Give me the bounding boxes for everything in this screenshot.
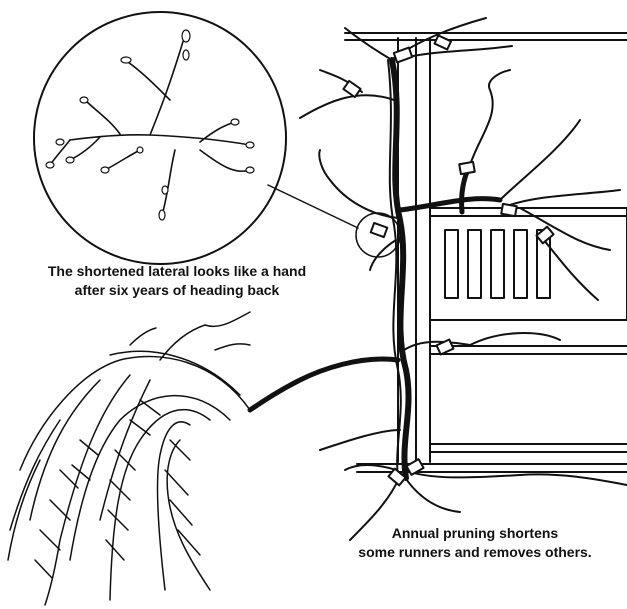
caption-pruning-line-2: some runners and removes others.	[330, 543, 620, 562]
caption-lateral-line-1: The shortened lateral looks like a hand	[12, 262, 342, 281]
caption-pruning-line-1: Annual pruning shortens	[330, 524, 620, 543]
caption-shortened-lateral: The shortened lateral looks like a hand …	[12, 262, 342, 300]
caption-annual-pruning: Annual pruning shortens some runners and…	[330, 524, 620, 562]
caption-lateral-line-2: after six years of heading back	[12, 281, 342, 300]
drooping-foliage	[8, 312, 250, 605]
magnifier-detail	[34, 12, 400, 264]
